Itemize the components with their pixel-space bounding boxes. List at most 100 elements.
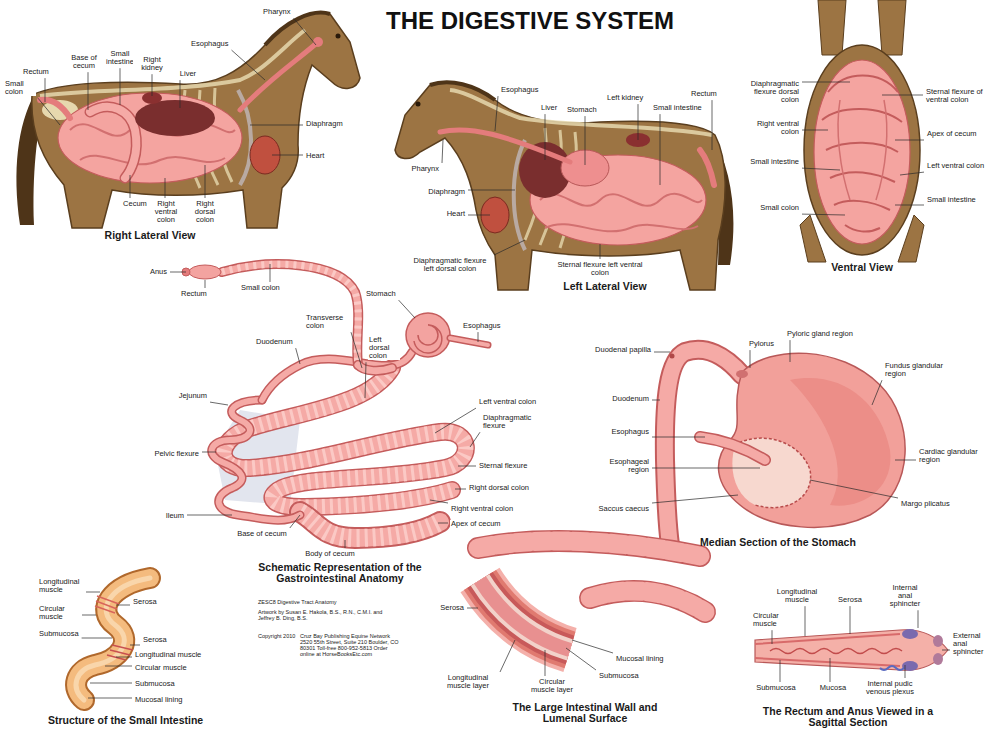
part-label: Margo plicatus bbox=[900, 500, 951, 508]
leader-line bbox=[600, 244, 601, 259]
leader-line bbox=[750, 350, 751, 368]
leader-line bbox=[296, 348, 300, 364]
part-label: Longitudinal muscle bbox=[773, 588, 821, 604]
part-label: Circular muscle bbox=[134, 664, 188, 672]
leader-line bbox=[478, 332, 479, 342]
rectum-anus-section-part bbox=[880, 666, 904, 670]
part-label: Pharynx bbox=[410, 165, 440, 173]
part-label: Diaphragm bbox=[305, 120, 344, 128]
part-label: Internal anal sphincter bbox=[884, 584, 926, 608]
horse-ventral-part bbox=[838, 100, 887, 200]
leader-line bbox=[850, 606, 851, 634]
part-label: Right ventral colon bbox=[748, 120, 800, 136]
small-intestine-structure-part bbox=[95, 596, 119, 613]
part-label: Esophagus bbox=[190, 40, 230, 48]
part-label: Circular muscle bbox=[752, 612, 794, 628]
part-label: Longitudinal muscle bbox=[134, 651, 202, 659]
leader-line bbox=[202, 452, 216, 453]
horse-left-lateral-part bbox=[440, 130, 570, 162]
panel-caption: The Rectum and Anus Viewed in a Sagittal… bbox=[748, 706, 948, 729]
leader-line bbox=[780, 660, 781, 682]
leader-line bbox=[805, 606, 806, 636]
leader-line bbox=[652, 468, 760, 469]
horse-left-lateral-part bbox=[540, 194, 702, 232]
gastrointestinal-schematic bbox=[182, 264, 488, 538]
part-label: Saccus caecus bbox=[598, 505, 650, 513]
part-label: Circular muscle bbox=[38, 605, 80, 621]
gastrointestinal-schematic-part bbox=[212, 400, 300, 520]
large-intestine-wall-part bbox=[478, 541, 700, 556]
part-label: Rectum bbox=[180, 290, 208, 298]
large-intestine-wall-part bbox=[590, 591, 705, 612]
gastrointestinal-schematic-part bbox=[300, 512, 440, 538]
large-intestine-wall-part bbox=[480, 580, 570, 650]
leader-line bbox=[872, 380, 882, 405]
large-intestine-wall-part bbox=[480, 580, 570, 650]
part-label: Esophageal region bbox=[602, 458, 650, 474]
part-label: Small intestine bbox=[652, 104, 703, 112]
panel-caption: Median Section of the Stomach bbox=[700, 537, 856, 548]
leader-line bbox=[810, 480, 898, 498]
credit-text: Cruz Bay Publishing Equine Network 2520 … bbox=[300, 634, 400, 658]
part-label: Rectum bbox=[22, 68, 50, 76]
leader-line bbox=[170, 272, 186, 273]
part-label: Apex of cecum bbox=[926, 130, 978, 138]
leader-line bbox=[830, 658, 831, 682]
part-label: Left dorsal colon bbox=[368, 336, 400, 360]
horse-left-lateral-part bbox=[416, 102, 421, 107]
leader-line bbox=[712, 100, 713, 150]
rectum-anus-section-part bbox=[755, 630, 948, 670]
leader-line bbox=[468, 190, 515, 191]
part-label: Circular muscle layer bbox=[526, 678, 578, 694]
panel-caption: Left Lateral View bbox=[563, 281, 646, 292]
part-label: Longitudinal muscle bbox=[38, 578, 84, 594]
part-label: Stomach bbox=[566, 106, 598, 114]
part-label: Small intestine bbox=[749, 158, 800, 166]
leader-line bbox=[802, 82, 850, 83]
rectum-anus-section bbox=[755, 629, 948, 671]
leader-line bbox=[88, 698, 132, 699]
leader-line bbox=[566, 648, 596, 670]
panel-caption: Ventral View bbox=[831, 262, 893, 273]
part-label: Mucosal lining bbox=[615, 655, 665, 663]
leader-line bbox=[652, 400, 660, 401]
gastrointestinal-schematic-part bbox=[224, 368, 466, 507]
large-intestine-wall-part bbox=[480, 580, 570, 650]
credit-text: Artwork by Susan E. Hakola, B.S., R.N., … bbox=[258, 610, 398, 622]
leader-line bbox=[210, 402, 228, 405]
leader-line bbox=[272, 155, 303, 156]
leader-line bbox=[232, 50, 265, 80]
credit-text: ZESC8 Digestive Tract Anatomy bbox=[258, 600, 337, 606]
leader-line bbox=[802, 168, 840, 170]
leader-line bbox=[130, 645, 140, 646]
part-label: Pelvic flexure bbox=[153, 450, 200, 458]
large-intestine-wall-part bbox=[480, 580, 570, 650]
panel-caption: The Large Intestinal Wall and Lumenal Su… bbox=[495, 702, 675, 725]
leader-line bbox=[660, 114, 661, 185]
leader-line bbox=[467, 608, 478, 609]
part-label: Ileum bbox=[165, 512, 185, 520]
part-label: Esophagus bbox=[610, 428, 650, 436]
horse-right-lateral-part bbox=[135, 100, 215, 136]
gastrointestinal-schematic-part bbox=[212, 400, 300, 520]
part-label: Small colon bbox=[4, 80, 36, 96]
leader-line bbox=[895, 460, 916, 461]
rectum-anus-section-part bbox=[933, 635, 943, 647]
horse-right-lateral-part bbox=[240, 42, 318, 110]
part-label: Fundus glandular region bbox=[884, 362, 948, 378]
leader-line bbox=[82, 615, 96, 616]
leader-line bbox=[900, 172, 924, 175]
part-label: Serosa bbox=[142, 636, 168, 644]
part-label: Cecum bbox=[122, 200, 148, 208]
leader-line bbox=[187, 515, 232, 516]
leader-line bbox=[270, 264, 271, 282]
large-intestine-wall-part bbox=[590, 591, 705, 612]
part-label: Diaphragmatic flexure dorsal colon bbox=[742, 80, 800, 104]
part-label: Base of cecum bbox=[65, 54, 103, 70]
leader-line bbox=[290, 515, 300, 528]
part-label: Submucosa bbox=[598, 672, 640, 680]
part-label: Anus bbox=[149, 268, 168, 276]
part-label: Right dorsal colon bbox=[189, 200, 221, 224]
part-label: Right ventral colon bbox=[450, 505, 514, 513]
